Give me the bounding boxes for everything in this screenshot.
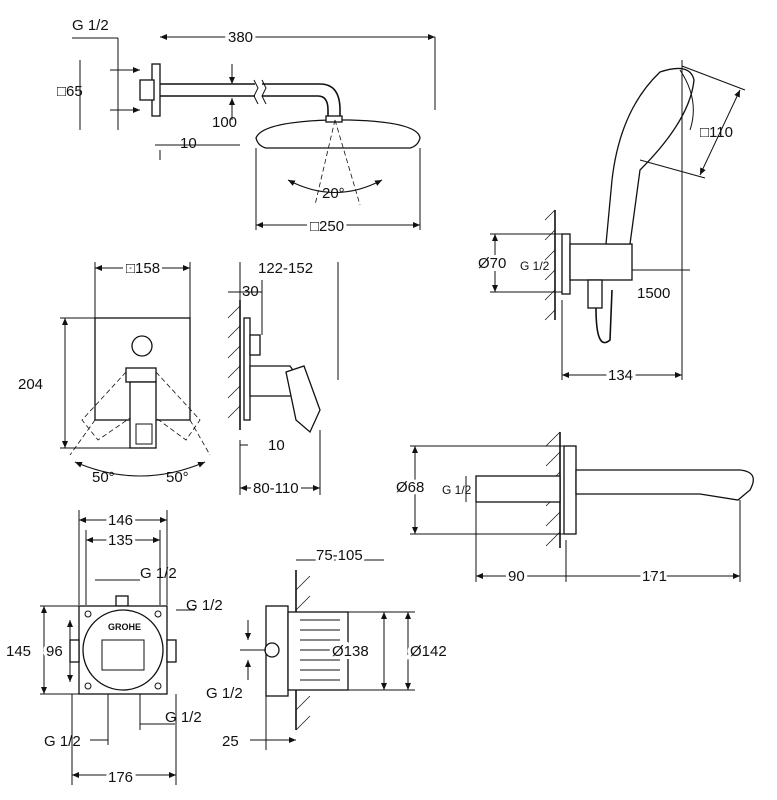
- dimension-label: 75-105: [316, 547, 363, 564]
- dimension-label: Ø68: [396, 479, 424, 496]
- thread-label: G 1/2: [186, 597, 223, 614]
- mixer-trim-drawing: □158 122-152 30 204 10 50° 50° 80-110: [18, 257, 339, 500]
- dimension-label: 204: [18, 376, 43, 393]
- dimension-label: 100: [212, 114, 237, 131]
- dimension-label: 145: [6, 643, 31, 660]
- thread-label: G 1/2: [140, 565, 177, 582]
- dimension-label: 90: [508, 568, 525, 585]
- angle-label: 20°: [322, 185, 345, 202]
- dimension-label: 171: [642, 568, 667, 585]
- thread-label: G 1/2: [442, 483, 472, 497]
- dimension-label: Ø138: [332, 643, 369, 660]
- shower-head-drawing: G 1/2 380 □65 100 10 20° □250: [57, 17, 436, 238]
- dimension-label: 10: [180, 135, 197, 152]
- dimension-label: 122-152: [258, 260, 313, 277]
- dimension-label: 80-110: [253, 480, 299, 497]
- dimension-label: □110: [700, 124, 733, 141]
- dimension-label: 176: [108, 769, 133, 786]
- dimension-label: 30: [242, 283, 259, 300]
- dimension-label: 25: [222, 733, 239, 750]
- bath-spout-drawing: Ø68 G 1/2 90 171: [393, 431, 754, 588]
- valve-body-drawing: GROHE G 1/2 G 1/2: [3, 509, 450, 789]
- thread-label: G 1/2: [165, 709, 202, 726]
- hand-shower-drawing: □110 Ø70 G 1/2 1500 134: [475, 60, 746, 387]
- dimension-label: 96: [46, 643, 63, 660]
- dimension-label: □158: [126, 260, 160, 277]
- dimension-label: 135: [108, 532, 133, 549]
- thread-label: G 1/2: [44, 733, 81, 750]
- dimension-label: 146: [108, 512, 133, 529]
- dimension-label: 380: [228, 29, 253, 46]
- thread-label: G 1/2: [520, 259, 550, 273]
- thread-label: G 1/2: [72, 17, 109, 34]
- angle-label: 50°: [92, 469, 115, 486]
- dimension-label: Ø70: [478, 255, 506, 272]
- dimension-label: □250: [310, 218, 344, 235]
- dimension-label: □65: [57, 83, 83, 100]
- grohe-logo: GROHE: [108, 622, 141, 632]
- dimension-label: 134: [608, 367, 633, 384]
- dimension-label: Ø142: [410, 643, 447, 660]
- dimension-label: 1500: [637, 285, 670, 302]
- thread-label: G 1/2: [206, 685, 243, 702]
- dimension-label: 10: [268, 437, 285, 454]
- angle-label: 50°: [166, 469, 189, 486]
